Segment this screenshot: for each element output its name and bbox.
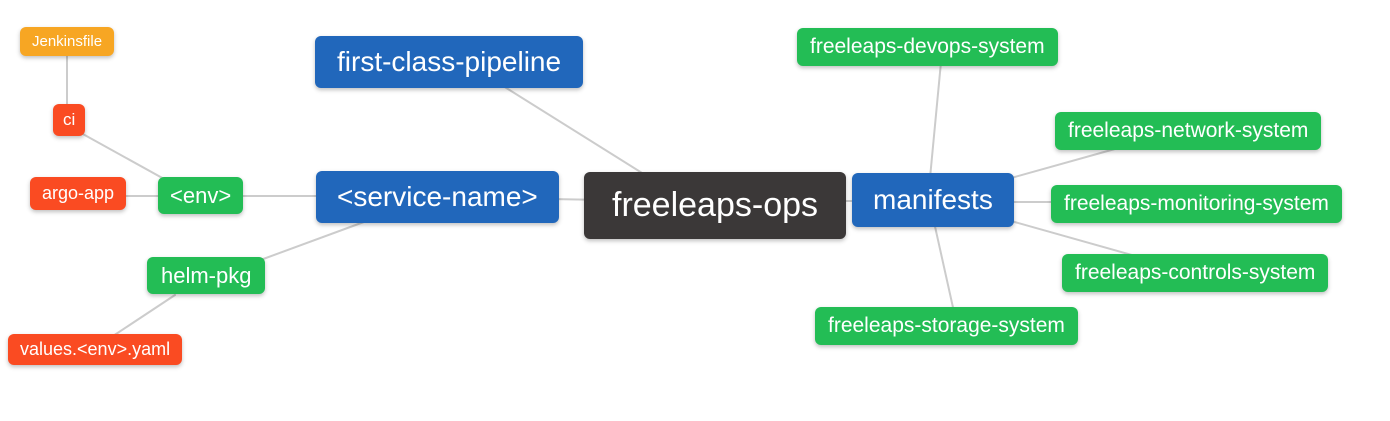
node-service-name[interactable]: <service-name> — [316, 171, 559, 224]
node-freeleaps-controls-system[interactable]: freeleaps-controls-system — [1062, 254, 1329, 293]
node-env[interactable]: <env> — [158, 177, 244, 215]
node-ci[interactable]: ci — [53, 104, 86, 136]
edge-helm_pkg-service_name — [254, 218, 373, 263]
node-freeleaps-network-system[interactable]: freeleaps-network-system — [1055, 112, 1322, 151]
edge-manifests-network_system — [1003, 146, 1123, 181]
edge-first_class_pipeline-root — [499, 83, 651, 179]
node-freeleaps-devops-system[interactable]: freeleaps-devops-system — [797, 28, 1058, 67]
edge-manifests-devops_system — [929, 61, 942, 179]
node-manifests[interactable]: manifests — [852, 173, 1014, 228]
node-freeleaps-storage-system[interactable]: freeleaps-storage-system — [815, 307, 1078, 346]
node-first-class-pipeline[interactable]: first-class-pipeline — [315, 36, 584, 89]
node-jenkinsfile[interactable]: Jenkinsfile — [20, 27, 115, 57]
node-helm-pkg[interactable]: helm-pkg — [147, 257, 266, 295]
edge-values_env_yaml-helm_pkg — [109, 294, 176, 339]
node-values-env-yaml[interactable]: values.<env>.yaml — [8, 334, 183, 365]
node-freeleaps-ops-root[interactable]: freeleaps-ops — [584, 172, 847, 240]
edge-manifests-storage_system — [933, 221, 955, 313]
edge-manifests-controls_system — [1003, 218, 1147, 260]
node-argo-app[interactable]: argo-app — [30, 177, 127, 210]
node-freeleaps-monitoring-system[interactable]: freeleaps-monitoring-system — [1051, 185, 1342, 224]
